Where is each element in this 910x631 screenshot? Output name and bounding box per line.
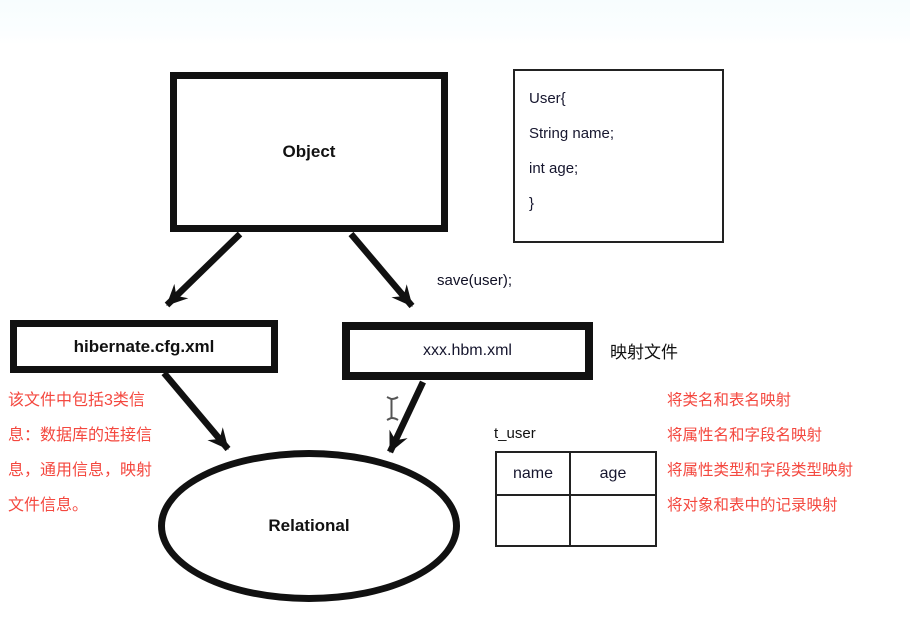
tuser-table-title: t_user bbox=[494, 425, 536, 442]
user-class-code-box: User{ String name; int age; } bbox=[513, 69, 724, 243]
hibernate-cfg-label: hibernate.cfg.xml bbox=[73, 336, 215, 356]
hbm-xml-label: xxx.hbm.xml bbox=[423, 342, 512, 359]
mapping-note-line: 将对象和表中的记录映射 bbox=[667, 497, 838, 514]
arrow-hbm-to-relational bbox=[387, 380, 426, 454]
arrow-object-to-cfg bbox=[164, 231, 243, 308]
relational-ellipse: Relational bbox=[158, 450, 460, 602]
object-box-label: Object bbox=[282, 142, 336, 161]
hibernate-cfg-box: hibernate.cfg.xml bbox=[10, 320, 278, 373]
object-box: Object bbox=[170, 72, 448, 232]
cfg-note-line: 息：数据库的连接信 bbox=[8, 427, 153, 444]
cfg-note-line: 文件信息。 bbox=[8, 497, 89, 514]
relational-label: Relational bbox=[268, 516, 350, 535]
hbm-xml-box: xxx.hbm.xml bbox=[342, 322, 593, 380]
tuser-empty-cell bbox=[571, 496, 655, 545]
code-line: } bbox=[529, 195, 535, 212]
cfg-note-text: 该文件中包括3类信 息：数据库的连接信 息，通用信息，映射 文件信息。 bbox=[8, 383, 198, 523]
mapping-note-text: 将类名和表名映射 将属性名和字段名映射 将属性类型和字段类型映射 将对象和表中的… bbox=[667, 383, 907, 523]
mapping-file-label: 映射文件 bbox=[610, 343, 678, 362]
tuser-col-age: age bbox=[571, 453, 655, 496]
text-cursor-ibeam bbox=[386, 396, 399, 421]
mapping-note-line: 将属性类型和字段类型映射 bbox=[667, 462, 854, 479]
tuser-table: name age bbox=[495, 451, 657, 547]
tuser-col-name: name bbox=[497, 453, 571, 496]
save-user-label: save(user); bbox=[437, 272, 513, 289]
code-line: User{ bbox=[529, 90, 566, 107]
mapping-note-line: 将类名和表名映射 bbox=[667, 392, 792, 409]
code-line: int age; bbox=[529, 160, 579, 177]
tuser-empty-cell bbox=[497, 496, 571, 545]
cfg-note-line: 该文件中包括3类信 bbox=[8, 392, 145, 409]
mapping-note-line: 将属性名和字段名映射 bbox=[667, 427, 823, 444]
arrow-object-to-hbm bbox=[348, 231, 415, 309]
code-line: String name; bbox=[529, 125, 615, 142]
cfg-note-line: 息，通用信息，映射 bbox=[8, 462, 153, 479]
